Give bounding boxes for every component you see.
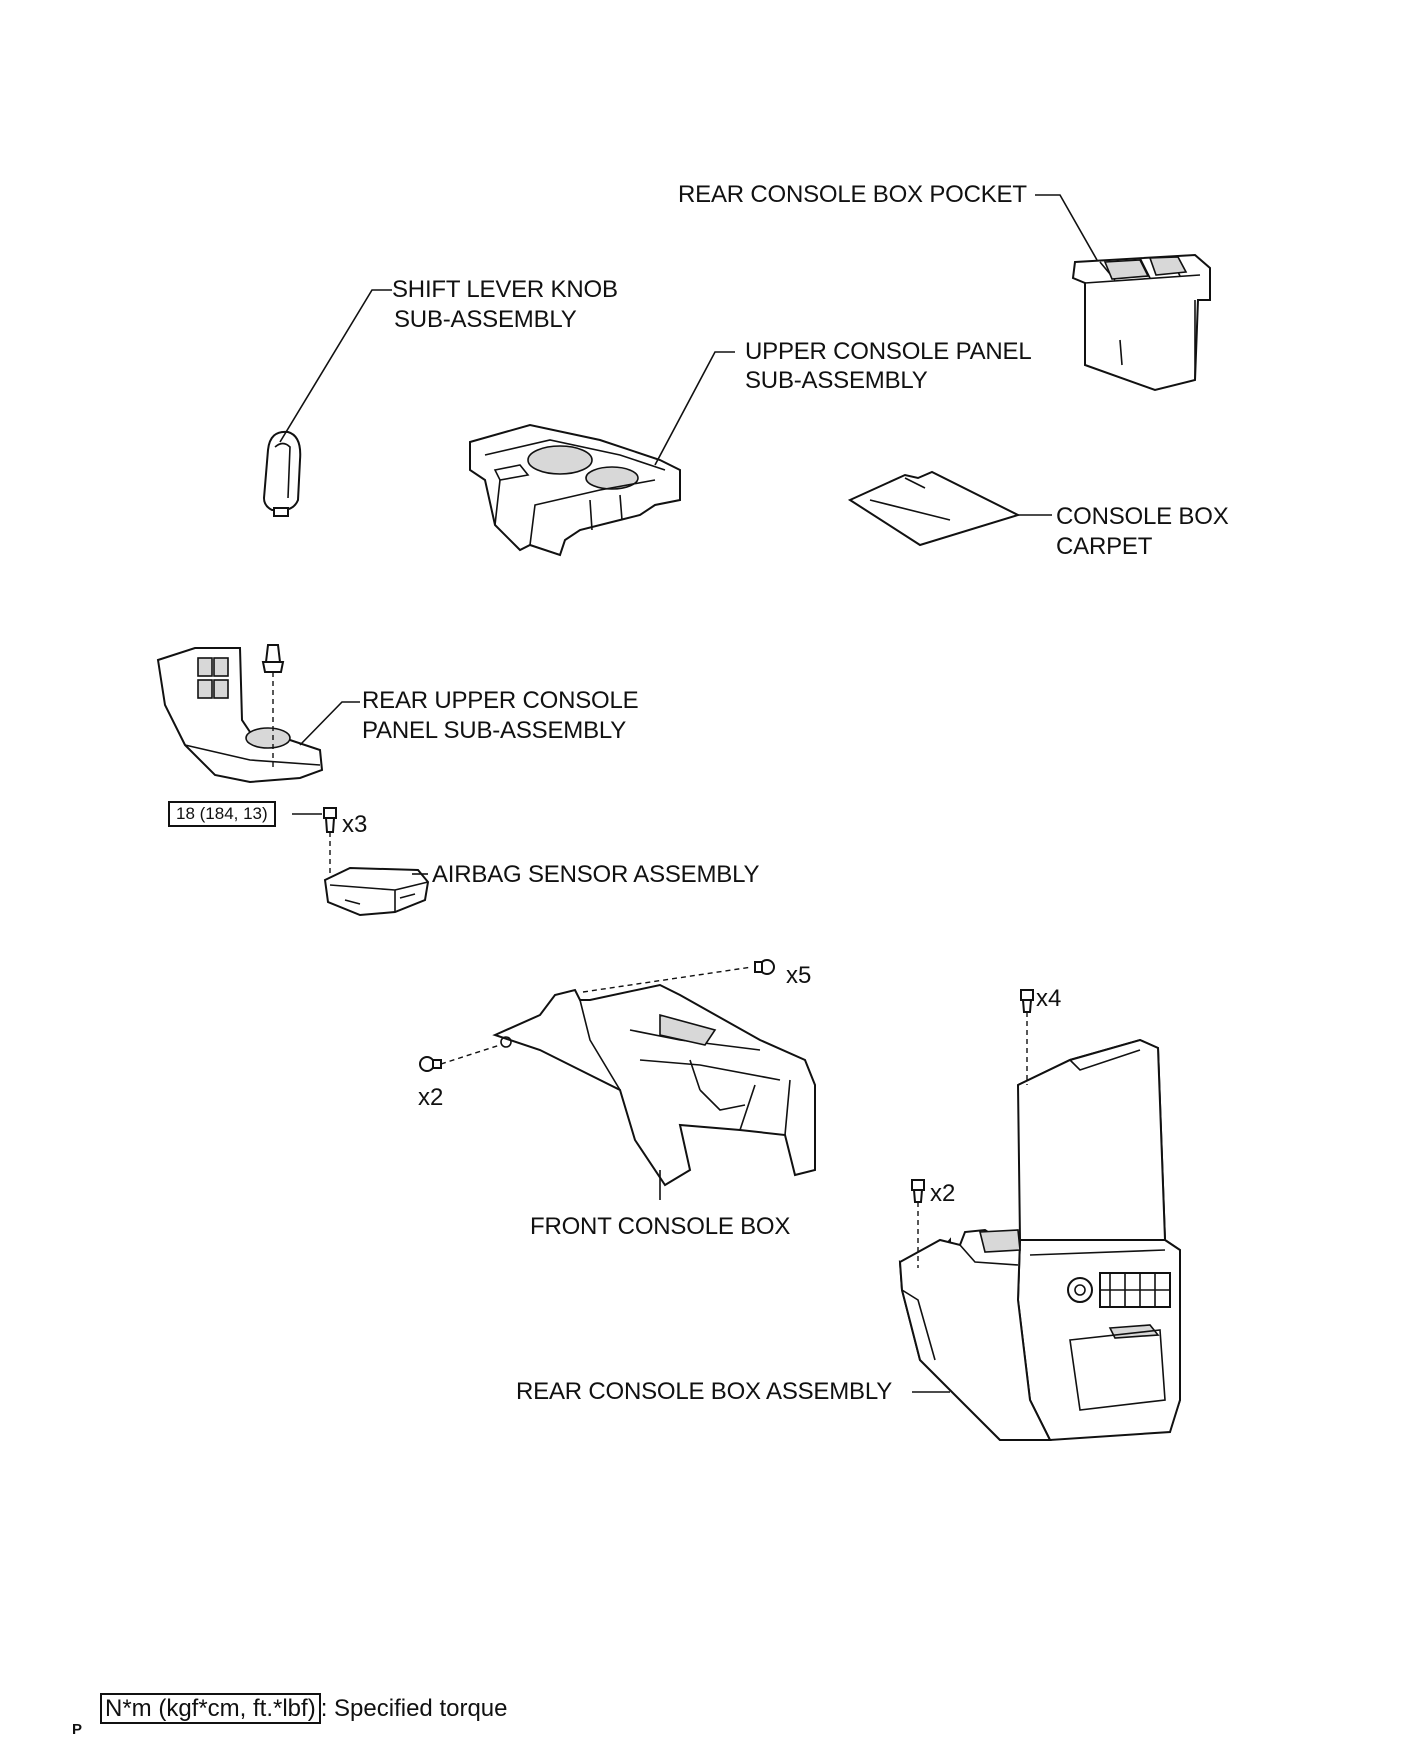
torque-legend: N*m (kgf*cm, ft.*lbf): Specified torque xyxy=(100,1693,508,1724)
rear-console-box-pocket-part xyxy=(1071,253,1211,392)
label-front-console-box: FRONT CONSOLE BOX xyxy=(530,1213,791,1240)
footer-mark: P xyxy=(72,1721,83,1738)
torque-value-box: 18 (184, 13) xyxy=(168,801,276,827)
leader-upper-console-panel xyxy=(654,351,735,466)
airbag-bolt-part xyxy=(323,807,337,833)
front-top-clip-part xyxy=(754,959,775,975)
label-rear-console-box-pocket: REAR CONSOLE BOX POCKET xyxy=(678,181,1027,208)
console-box-carpet-part xyxy=(847,470,1021,547)
label-shift-lever-knob-line2: SUB-ASSEMBLY xyxy=(394,306,577,333)
dashed-line-front-top-clips xyxy=(582,966,753,993)
leader-rear-upper-console-panel xyxy=(299,701,360,746)
label-rear-upper-console-line2: PANEL SUB-ASSEMBLY xyxy=(362,717,627,744)
label-rear-upper-console-line1: REAR UPPER CONSOLE xyxy=(362,687,639,714)
upper-console-panel-part xyxy=(469,423,681,557)
legend-text: : Specified torque xyxy=(320,1695,508,1722)
airbag-sensor-part xyxy=(323,866,430,917)
label-upper-console-panel-line2: SUB-ASSEMBLY xyxy=(745,367,928,394)
label-console-box-carpet-line1: CONSOLE BOX xyxy=(1056,503,1229,530)
qty-rear-top-screws: x4 xyxy=(1036,985,1062,1012)
rear-side-screw-part xyxy=(911,1179,925,1203)
dashed-line-front-side-clips xyxy=(440,1044,501,1065)
label-shift-lever-knob-line1: SHIFT LEVER KNOB xyxy=(392,276,618,303)
label-airbag-sensor: AIRBAG SENSOR ASSEMBLY xyxy=(432,861,760,888)
label-upper-console-panel-line1: UPPER CONSOLE PANEL xyxy=(745,338,1032,365)
qty-front-side-clips: x2 xyxy=(418,1084,444,1111)
qty-rear-side-screws: x2 xyxy=(930,1180,956,1207)
qty-front-top-clips: x5 xyxy=(786,962,812,989)
front-side-clip-part xyxy=(419,1056,442,1072)
rear-upper-console-panel-part xyxy=(156,644,324,784)
label-rear-console-box-assembly: REAR CONSOLE BOX ASSEMBLY xyxy=(516,1378,893,1405)
label-console-box-carpet-line2: CARPET xyxy=(1056,533,1153,560)
rear-top-screw-part xyxy=(1020,989,1034,1013)
front-console-box-part xyxy=(492,983,816,1187)
legend-unit-box: N*m (kgf*cm, ft.*lbf) xyxy=(100,1693,321,1724)
qty-airbag-bolts: x3 xyxy=(342,811,368,838)
leader-shift-lever-knob xyxy=(279,289,392,443)
leader-rear-console-box-pocket xyxy=(1035,194,1098,261)
shift-lever-knob-part xyxy=(262,430,302,517)
rear-console-box-assembly-part xyxy=(898,1038,1181,1442)
